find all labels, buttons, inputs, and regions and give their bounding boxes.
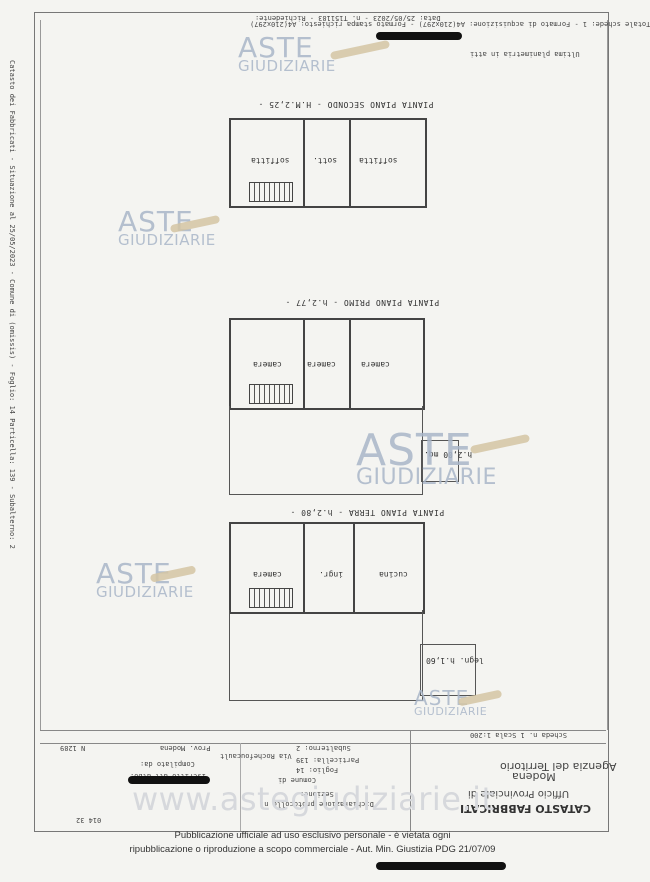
plan-title-ground-floor: PIANTA PIANO TERRA - h.2,80 - [290,508,445,517]
header-line-2: Totale schede: 1 - Formato di acquisizio… [250,20,650,28]
reference-code: 014 32 [76,816,102,824]
n-label: N 1289 [60,744,86,752]
particella-label: Particella: 139 [296,756,360,764]
plan-title-second-floor: PIANTA PIANO SECONDO - H.M.2,25 - [258,100,434,109]
scale-row [40,731,606,744]
room-label: soffitta [359,156,398,165]
stairs-icon [249,384,293,404]
yard-outline [229,610,423,701]
header-line-3: Ultima planimetria in atti [470,50,580,58]
room-label: camera [253,570,282,579]
redaction-mark [376,862,506,870]
watermark-lower-left: ASTE GIUDIZIARIE [96,557,194,601]
watermark-center: ASTE GIUDIZIARIE [356,425,497,491]
room-label: sott. [313,156,338,165]
courtyard-outline [229,406,423,495]
foglio-label: Foglio: 14 [296,766,339,774]
plan-title-first-floor: PIANTA PIANO PRIMO - h.2,77 - [285,298,440,307]
site-watermark: www.astegiudiziarie.it [132,780,495,818]
room-label: ingr. [319,570,344,579]
redaction-mark [376,32,462,40]
redaction-mark [128,776,210,784]
watermark-lower-right: ASTE GIUDIZIARIE [414,686,488,718]
prov-label: Prov. Modena [160,744,211,752]
room-label: camera [307,360,336,369]
drawing-area [40,20,608,730]
room-label: cucina [379,570,408,579]
stairs-icon [249,182,293,202]
room-label: camera [253,360,282,369]
woodshed-label: legn. h.1,60 [426,656,484,665]
plan-second-floor: soffitta sott. soffitta [229,118,427,208]
annex-outline [421,440,459,482]
page-frame [34,12,609,832]
document-page: Data: 25/05/2023 - n. T151183 - Richiede… [8,12,650,870]
via-label: Via Rochefoucault [220,752,292,760]
notice-line-1: Pubblicazione ufficiale ad uso esclusivo… [174,830,451,841]
subalterno-label: Subalterno: 2 [296,744,351,752]
city-label: Modena [512,770,556,783]
plan-first-floor: camera camera camera [229,318,425,410]
cadastral-footer [40,730,606,831]
watermark-top: ASTE GIUDIZIARIE [238,31,336,75]
notice-line-2: ripubblicazione o riproduzione a scopo c… [129,844,496,855]
plan-ground-floor: camera ingr. cucina [229,522,425,614]
scale-label: Scheda n. 1 Scala 1:200 [470,731,567,739]
watermark-left: ASTE GIUDIZIARIE [118,205,216,249]
room-label: soffitta [251,156,290,165]
compilato-label: Compilato da: [140,760,195,768]
woodshed-outline [420,644,476,696]
stairs-icon [249,588,293,608]
left-margin-text: Catasto dei Fabbricati - Situazione al 2… [8,60,16,549]
room-label: camera [361,360,390,369]
